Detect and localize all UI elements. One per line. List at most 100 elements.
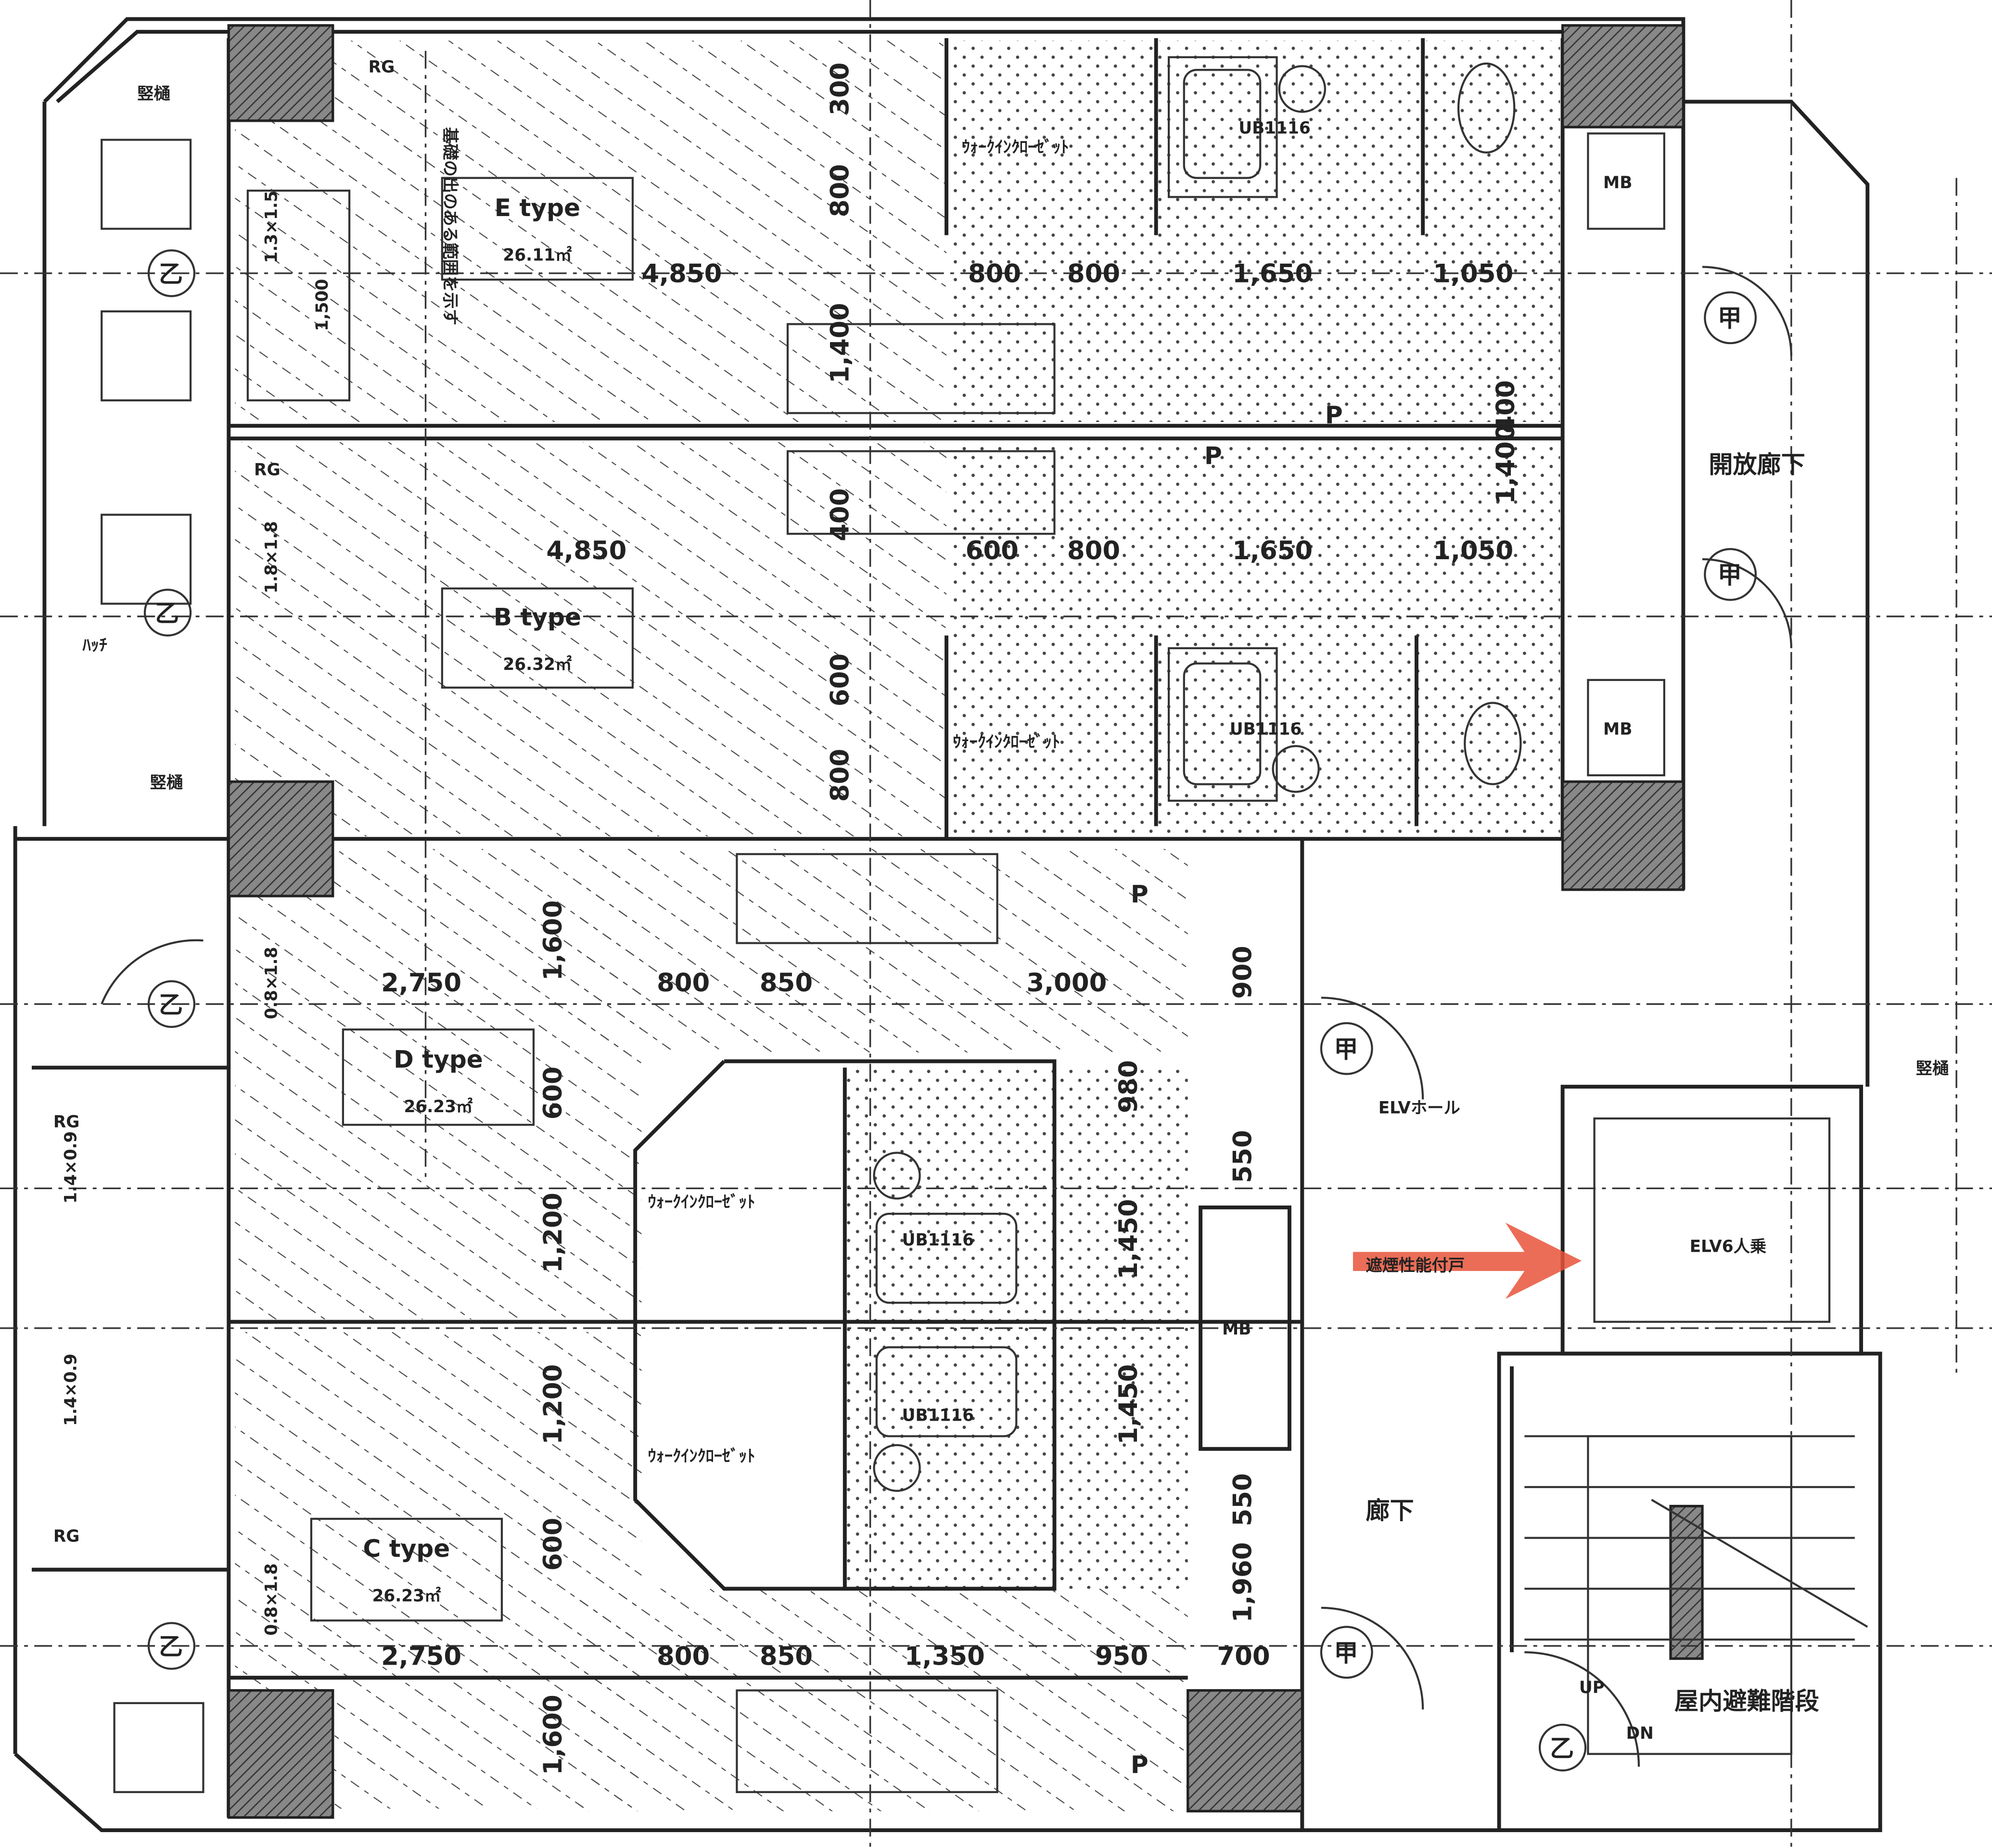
walk-in-closet-c: ｳｫｰｸｲﾝｸﾛｰｾﾞｯﾄ <box>648 1447 755 1466</box>
fire-door-ko-3: 甲 <box>1334 1035 1358 1063</box>
dimension-label: 1,050 <box>1433 536 1513 565</box>
dimension-label: 1.8×1.8 <box>262 521 281 593</box>
dimension-label: 2,750 <box>381 1642 461 1671</box>
dimension-label: 800 <box>826 164 855 217</box>
dimension-label: 1,650 <box>1232 259 1313 288</box>
pipe-space-3: P <box>1131 880 1149 908</box>
dimension-label: 800 <box>657 968 710 998</box>
dimension-label: 850 <box>760 968 813 998</box>
mb-e: MB <box>1603 173 1632 192</box>
dimension-label: 600 <box>966 536 1019 565</box>
dimension-label: 300 <box>826 63 855 116</box>
dimension-label: 1,350 <box>905 1642 985 1671</box>
dimension-label: 1,400 <box>826 303 855 384</box>
smoke-door-label: 遮煙性能付戸 <box>1366 1256 1465 1275</box>
dimension-label: 950 <box>1095 1642 1148 1671</box>
fire-door-otsu-4: 乙 <box>159 1632 183 1661</box>
smoke-door-arrow <box>1353 1222 1582 1299</box>
dimension-label: 1,450 <box>1114 1364 1143 1445</box>
structural-columns <box>227 24 1685 1819</box>
unit-e-area: 26.11㎡ <box>503 245 572 265</box>
unit-d-type: D type <box>394 1045 483 1073</box>
dimension-label: 1,450 <box>1114 1199 1143 1279</box>
dimension-label: 0.8×1.8 <box>262 1563 281 1635</box>
dimension-label: 550 <box>1228 1473 1258 1526</box>
dimension-label: 980 <box>1114 1060 1143 1113</box>
corridor-label: 廊下 <box>1366 1496 1414 1525</box>
downpipe-3: 竪樋 <box>1916 1059 1949 1078</box>
downpipe-2: 竪樋 <box>150 773 183 792</box>
stair-up: UP <box>1579 1678 1605 1697</box>
rg-4: RG <box>53 1527 80 1546</box>
dimension-label: 600 <box>538 1518 568 1571</box>
window-labels: 1.3×1.5 1,500 1.8×1.8 0.8×1.8 0.8×1.8 1.… <box>61 191 332 1636</box>
unit-b-area: 26.32㎡ <box>503 655 572 674</box>
downpipe-1: 竪樋 <box>137 84 170 103</box>
fixtures <box>101 56 1868 1793</box>
mb-corridor: MB <box>1222 1320 1251 1339</box>
open-corridor-label: 開放廊下 <box>1709 450 1805 478</box>
dimension-labels: 4,850 800 800 1,650 1,050 300 800 1,400 … <box>381 63 1520 1775</box>
dimension-label: 3,000 <box>1026 968 1107 998</box>
elv-hall-label: ELVホール <box>1379 1099 1460 1118</box>
unit-d-area: 26.23㎡ <box>404 1097 473 1116</box>
dimension-label: 4,850 <box>641 259 722 288</box>
fire-door-ko-2: 甲 <box>1718 561 1742 589</box>
dimension-label: 1.4×0.9 <box>61 1354 80 1426</box>
unit-c-area: 26.23㎡ <box>372 1587 441 1606</box>
dimension-label: 1,200 <box>538 1364 568 1445</box>
ub-b: UB1116 <box>1230 719 1302 739</box>
dimension-label: 1,200 <box>538 1193 568 1273</box>
dimension-label: 800 <box>1067 259 1120 288</box>
dimension-label: 800 <box>826 749 855 802</box>
hatch-label: ﾊｯﾁ <box>82 636 107 655</box>
dimension-label: 400 <box>1491 380 1520 433</box>
pipe-space-2: P <box>1204 441 1222 470</box>
fire-door-ko-4: 甲 <box>1334 1639 1358 1667</box>
walk-in-closet-e: ｳｫｰｸｲﾝｸﾛｰｾﾞｯﾄ <box>962 138 1069 157</box>
dimension-label: 900 <box>1228 946 1258 999</box>
dimension-label: 550 <box>1228 1130 1258 1183</box>
dimension-label: 800 <box>657 1642 710 1671</box>
fire-door-otsu-3: 乙 <box>159 990 183 1019</box>
dimension-label: 0.8×1.8 <box>262 947 281 1019</box>
walk-in-closet-b: ｳｫｰｸｲﾝｸﾛｰｾﾞｯﾄ <box>953 732 1060 752</box>
unit-e-type: E type <box>495 193 580 222</box>
walk-in-closet-d: ｳｫｰｸｲﾝｸﾛｰｾﾞｯﾄ <box>648 1193 755 1212</box>
dimension-label: 700 <box>1217 1642 1270 1671</box>
dimension-label: 1.3×1.5 <box>262 191 281 263</box>
dimension-label: 600 <box>826 654 855 706</box>
room-labels: UB1116 UB1116 UB1116 UB1116 ｳｫｰｸｲﾝｸﾛｰｾﾞｯ… <box>53 58 1949 1779</box>
dimension-label: 1,600 <box>538 1694 568 1775</box>
rg-3: RG <box>53 1113 80 1132</box>
ub-e: UB1116 <box>1239 118 1310 138</box>
dimension-label: 400 <box>826 488 855 541</box>
pipe-space-4: P <box>1131 1750 1149 1779</box>
dimension-label: 1,500 <box>313 279 332 332</box>
dimension-label: 1,050 <box>1433 259 1513 288</box>
ub-d: UB1116 <box>902 1231 974 1250</box>
unit-c-type: C type <box>363 1534 450 1563</box>
dimension-label: 4,850 <box>546 536 626 565</box>
vertical-note: 基礎の出のある範囲を示す <box>440 127 460 325</box>
mb-b: MB <box>1603 719 1632 739</box>
dimension-label: 600 <box>538 1066 568 1119</box>
fire-door-otsu-1: 乙 <box>159 259 183 288</box>
rg-1: RG <box>369 58 395 77</box>
unit-b-type: B type <box>494 603 581 631</box>
fire-door-otsu-2: 乙 <box>155 599 179 627</box>
dimension-label: 1,650 <box>1232 536 1313 565</box>
dimension-label: 1.4×0.9 <box>61 1131 80 1203</box>
fire-door-otsu-5: 乙 <box>1550 1734 1574 1762</box>
dimension-label: 850 <box>760 1642 813 1671</box>
pipe-space-1: P <box>1325 400 1343 429</box>
dimension-label: 800 <box>968 259 1021 288</box>
unit-labels: E type 26.11㎡ B type 26.32㎡ D type 26.23… <box>363 193 581 1606</box>
rg-2: RG <box>254 461 281 480</box>
dimension-label: 800 <box>1067 536 1120 565</box>
stair-label: 屋内避難階段 <box>1674 1687 1819 1715</box>
stair-dn: DN <box>1626 1724 1654 1743</box>
dimension-label: 1,400 <box>1491 424 1520 504</box>
